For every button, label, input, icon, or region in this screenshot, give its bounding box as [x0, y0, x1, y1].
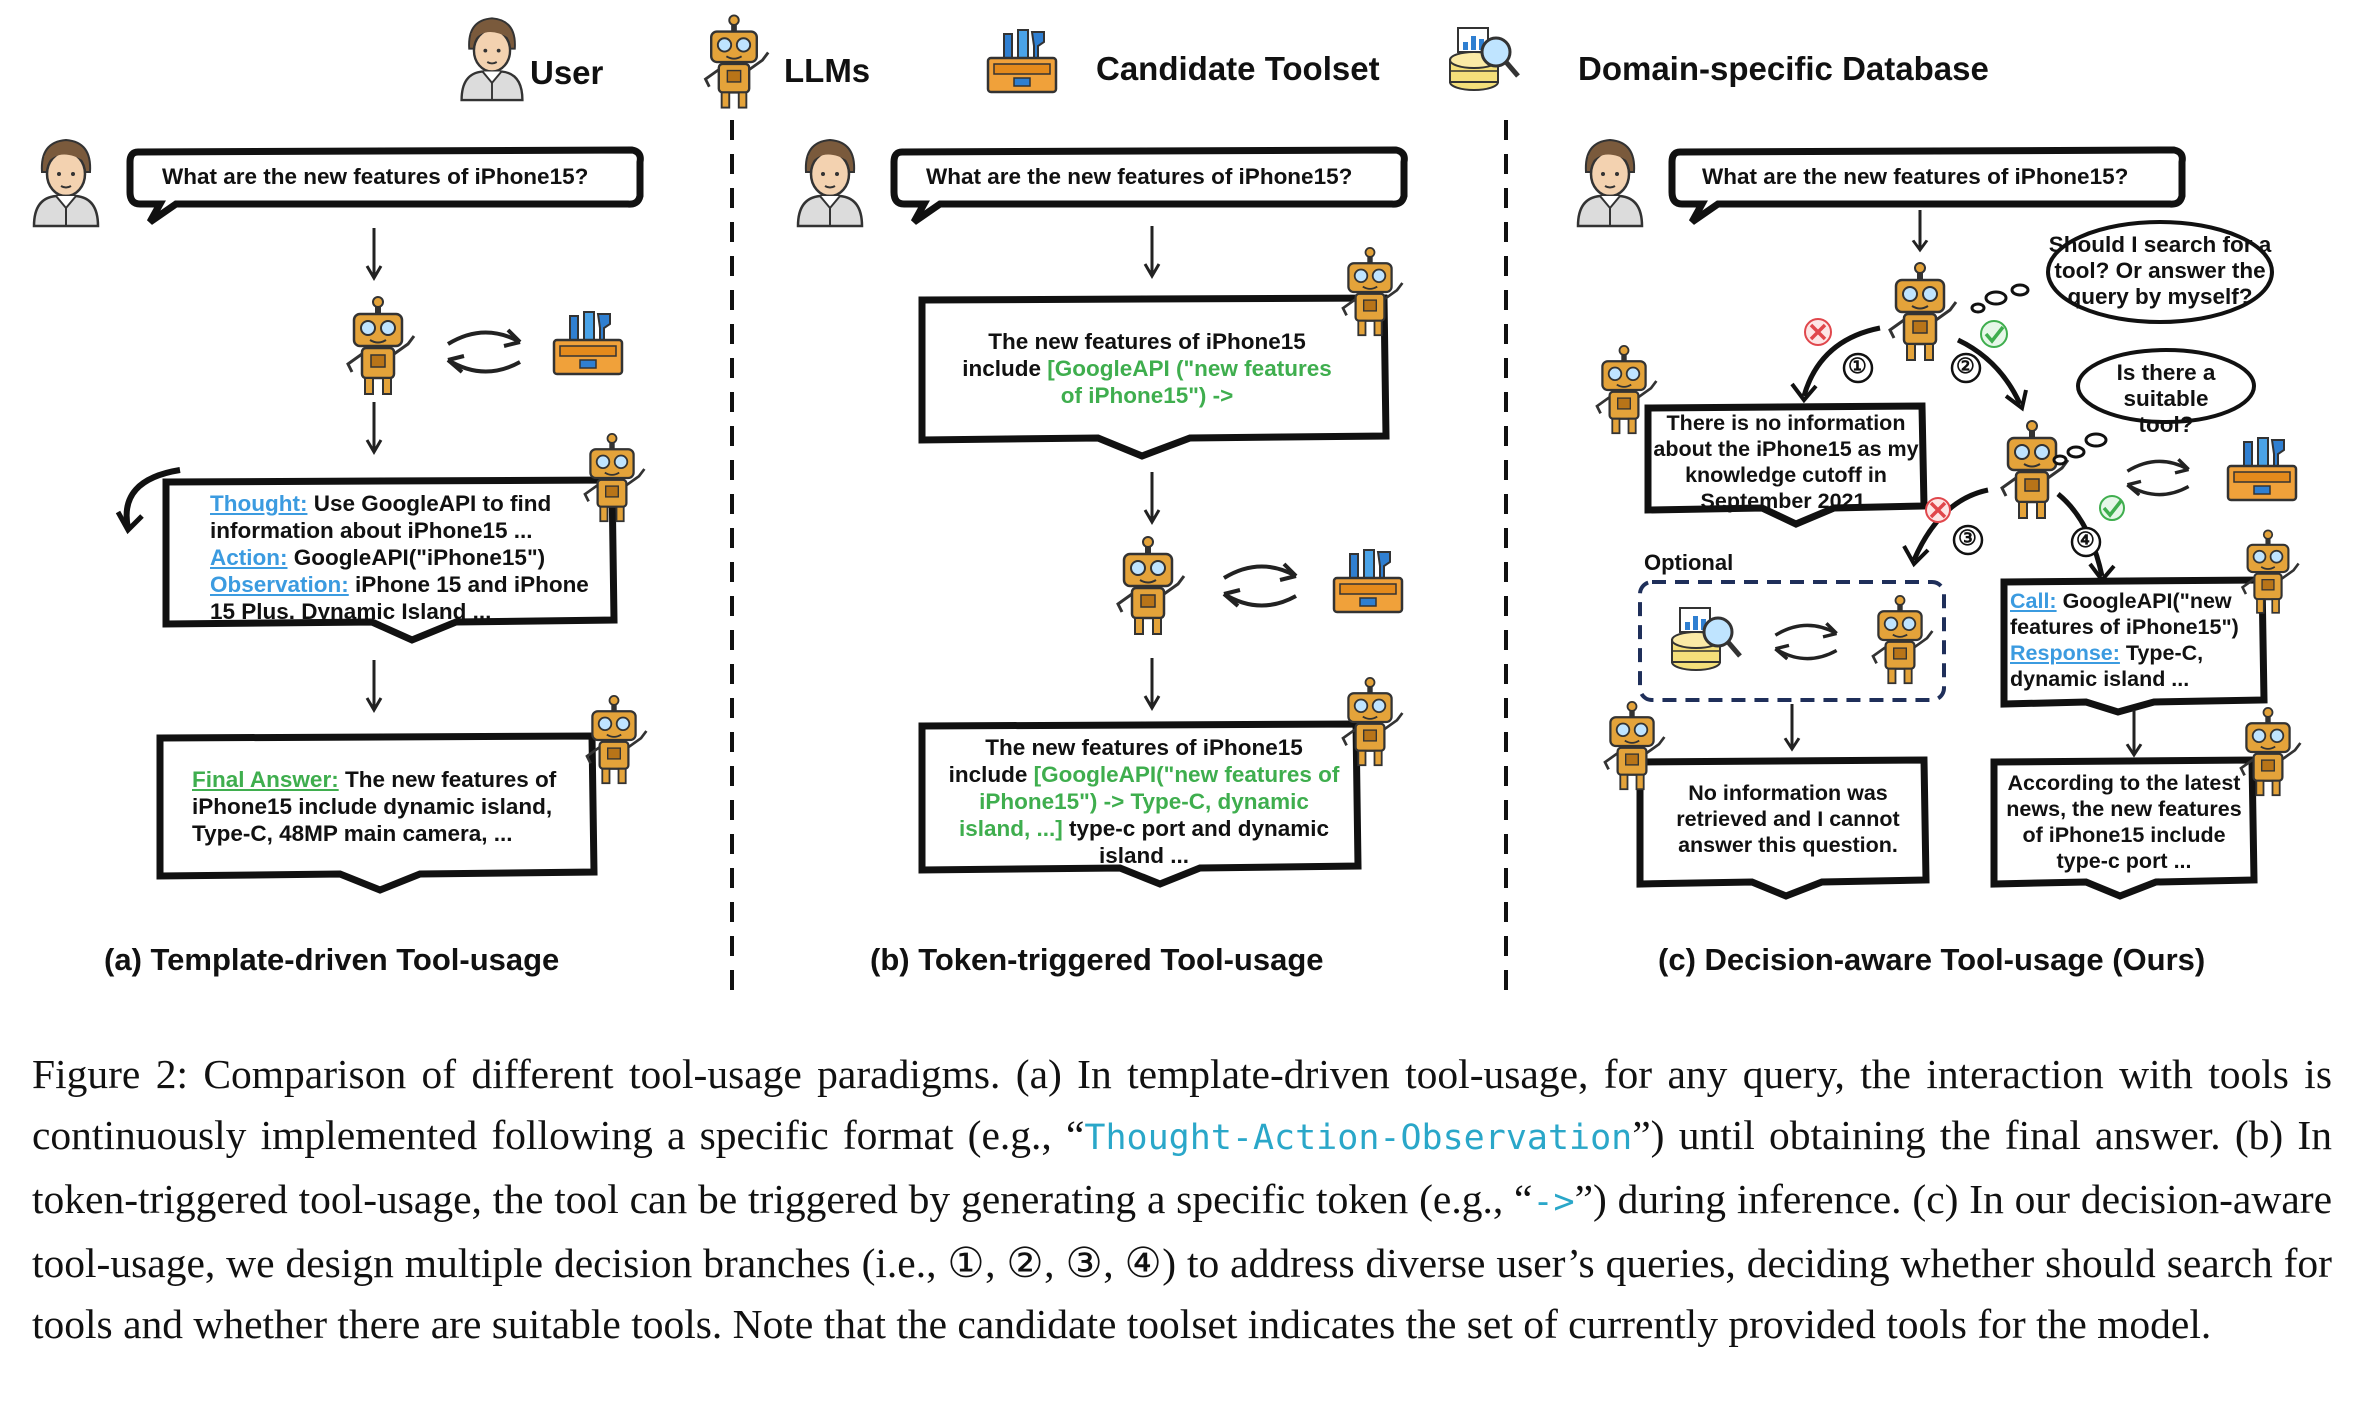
- final-answer-label: Final Answer:: [192, 767, 339, 792]
- user-icon: [796, 138, 864, 228]
- user-icon: [460, 17, 524, 102]
- legend-database: Domain-specific Database: [1578, 50, 1989, 87]
- answer-box: [1636, 756, 1930, 900]
- robot-icon: [704, 14, 770, 110]
- optional-box: [1638, 580, 1946, 702]
- check-icon: [1980, 320, 2008, 348]
- branch-1-label: ①: [1848, 355, 1867, 378]
- toolbox-icon: [552, 310, 624, 376]
- response-text: type-c port and dynamic island ...: [1062, 816, 1330, 868]
- swap-arrows-icon: [446, 328, 522, 374]
- action-label: Action:: [210, 545, 288, 570]
- thought-text: Should I search for a tool? Or answer th…: [2048, 232, 2272, 309]
- branch-2-label: ②: [1956, 355, 1975, 378]
- user-query: What are the new features of iPhone15?: [1702, 164, 2129, 189]
- user-icon: [32, 138, 100, 228]
- figure-caption: Figure 2: Comparison of different tool-u…: [32, 1044, 2332, 1355]
- toolbox-icon: [1332, 548, 1404, 614]
- database-icon: [1450, 28, 1518, 90]
- cannot-answer-text: No information was retrieved and I canno…: [1676, 781, 1900, 857]
- caption-text: ”) until obtaining the final answer. (b)…: [32, 1112, 2332, 1222]
- branch-4-label: ④: [2076, 529, 2095, 552]
- call-label: Call:: [2010, 589, 2057, 613]
- robot-icon: [1888, 261, 1958, 362]
- user-query: What are the new features of iPhone15?: [926, 164, 1353, 189]
- panel-caption: (a) Template-driven Tool-usage: [104, 942, 560, 977]
- speech-bubble: [890, 146, 1408, 225]
- arrow: [1143, 470, 1161, 524]
- call-text: GoogleAPI("new features of iPhone15"): [2010, 589, 2239, 639]
- caption-code: Thought-Action-Observation: [1084, 1118, 1633, 1158]
- cross-icon: [1804, 318, 1832, 346]
- branch-3-label: ③: [1958, 527, 1977, 550]
- observation-text: iPhone 15 and iPhone 15 Plus. Dynamic Is…: [210, 572, 589, 624]
- answer-box: [156, 732, 598, 894]
- arrow: [1911, 208, 1929, 252]
- arrow: [365, 226, 383, 280]
- arrow: [1143, 224, 1161, 278]
- robot-icon: [1116, 535, 1186, 636]
- thought-bubble: [2076, 348, 2256, 424]
- arrow: [1783, 702, 1801, 751]
- branch-2-marker: [1950, 352, 1982, 384]
- branch-1-marker: [1842, 352, 1874, 384]
- panel-caption: (b) Token-triggered Tool-usage: [870, 942, 1324, 977]
- swap-arrows-icon: [2125, 457, 2191, 497]
- robot-icon: [346, 295, 416, 396]
- final-answer: Final Answer: The new features of iPhone…: [192, 766, 584, 847]
- arrow: [365, 400, 383, 454]
- legend-user: User: [530, 54, 604, 91]
- tool-call-text: Call: GoogleAPI("new features of iPhone1…: [2010, 588, 2262, 692]
- robot-icon: [2000, 419, 2070, 520]
- check-icon: [2099, 495, 2125, 521]
- response-text: The new features of iPhone15 include: [962, 329, 1306, 381]
- thought-text: Is there a suitable tool?: [2116, 360, 2216, 437]
- arrow: [365, 658, 383, 712]
- tool-token: [GoogleAPI ("new features of iPhone15") …: [1047, 356, 1332, 408]
- thought-bubble: [2046, 220, 2274, 324]
- user-query: What are the new features of iPhone15?: [162, 164, 589, 189]
- legend-llms: LLMs: [784, 52, 871, 89]
- final-answer-text: The new features of iPhone15 include dyn…: [192, 767, 557, 846]
- response-box: [1644, 402, 1928, 528]
- legend-toolset: Candidate Toolset: [1096, 50, 1380, 87]
- caption-text: Figure 2: Comparison of different tool-u…: [32, 1051, 2332, 1158]
- toolbox-icon: [2226, 436, 2298, 502]
- thought-action-observation: Thought: Use GoogleAPI to find informati…: [210, 490, 610, 625]
- action-text: GoogleAPI("iPhone15"): [287, 545, 546, 570]
- arrow: [2125, 708, 2143, 757]
- token-triggered-answer: The new features of iPhone15 include [Go…: [944, 734, 1344, 869]
- answer-box: [1990, 756, 2258, 900]
- panel-caption: (c) Decision-aware Tool-usage (Ours): [1658, 942, 2206, 977]
- speech-bubble: [1668, 146, 2186, 225]
- no-info-text: There is no information about the iPhone…: [1653, 411, 1919, 513]
- user-icon: [1576, 138, 1644, 228]
- caption-code: ->: [1532, 1182, 1575, 1222]
- token-triggered-response: The new features of iPhone15 include [Go…: [952, 328, 1342, 409]
- observation-label: Observation:: [210, 572, 349, 597]
- thought-text: Use GoogleAPI to find information about …: [210, 491, 552, 543]
- loop-arrow-icon: [123, 467, 181, 529]
- caption-text: ”) during inference. (c) In our decision…: [32, 1176, 2332, 1347]
- thought-label: Thought:: [210, 491, 308, 516]
- response-label: Response:: [2010, 641, 2120, 665]
- final-answer-text: According to the latest news, the new fe…: [2006, 771, 2242, 873]
- response-box: [918, 294, 1390, 460]
- swap-arrows-icon: [1222, 562, 1298, 608]
- speech-bubble: [126, 146, 644, 225]
- arrow: [1143, 656, 1161, 710]
- optional-label: Optional: [1644, 550, 1734, 575]
- figure-2-diagram: User LLMs Candidate Toolset Domain-speci…: [32, 14, 2302, 990]
- toolbox-icon: [986, 28, 1058, 94]
- response-text: The new features of iPhone15 include: [948, 735, 1303, 787]
- cross-icon: [1925, 497, 1951, 523]
- branch-3-marker: [1952, 524, 1984, 556]
- branch-4-marker: [2070, 526, 2102, 558]
- response-text: Type-C, dynamic island ...: [2010, 641, 2204, 691]
- tool-token: [GoogleAPI("new features of iPhone15") -…: [958, 762, 1340, 841]
